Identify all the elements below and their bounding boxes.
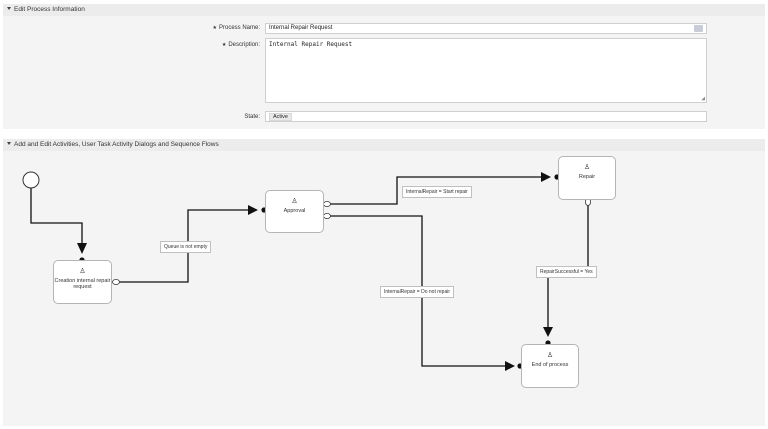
flow-line-start bbox=[30, 188, 83, 250]
arrowhead bbox=[541, 172, 551, 182]
edit-field-icon[interactable] bbox=[694, 25, 703, 32]
arrowhead bbox=[505, 361, 515, 371]
collapse-triangle-icon[interactable] bbox=[7, 7, 11, 10]
activity-end-of-process[interactable]: ♙ End of process bbox=[521, 344, 579, 388]
user-icon: ♙ bbox=[291, 198, 298, 205]
connector-handle bbox=[112, 278, 120, 285]
resize-handle-icon[interactable]: ◢ bbox=[701, 95, 705, 102]
section-title: Edit Process Information bbox=[14, 6, 85, 13]
description-textarea[interactable]: Internal Repair Request ◢ bbox=[265, 38, 707, 103]
activity-creation[interactable]: ♙ Creation internal repair request bbox=[53, 260, 112, 304]
activity-approval[interactable]: ♙ Approval bbox=[265, 190, 324, 233]
flow-label-queue[interactable]: Queue is not empty bbox=[160, 241, 212, 253]
flow-line-start-repair bbox=[330, 176, 545, 205]
flow-label-do-not-repair[interactable]: InternalRepair = Do not repair bbox=[380, 286, 455, 298]
arrowhead bbox=[77, 243, 87, 254]
state-label: State: bbox=[244, 114, 260, 120]
user-icon: ♙ bbox=[583, 164, 591, 171]
activity-repair[interactable]: ♙ Repair bbox=[558, 156, 616, 200]
flow-label-start-repair[interactable]: InternalRepair = Start repair bbox=[402, 186, 472, 198]
section-title: Add and Edit Activities, User Task Activ… bbox=[14, 141, 219, 148]
section-header-activities[interactable]: Add and Edit Activities, User Task Activ… bbox=[3, 139, 765, 151]
connector-handle bbox=[323, 212, 331, 219]
user-icon: ♙ bbox=[546, 352, 554, 359]
flow-label-repair-successful[interactable]: RepairSuccessful = Yes bbox=[536, 266, 597, 278]
state-value: Active bbox=[269, 113, 292, 121]
start-event-circle bbox=[22, 171, 40, 189]
process-name-label: ★Process Name: bbox=[212, 25, 261, 31]
section-header-edit-process[interactable]: Edit Process Information bbox=[3, 4, 765, 16]
arrowhead bbox=[543, 327, 553, 337]
connector-handle bbox=[323, 200, 331, 207]
process-name-input[interactable]: Internal Repair Request bbox=[265, 23, 707, 34]
state-select[interactable]: Active bbox=[265, 111, 707, 122]
user-icon: ♙ bbox=[79, 268, 86, 275]
description-label: ★Description: bbox=[221, 42, 260, 48]
collapse-triangle-icon[interactable] bbox=[7, 142, 11, 145]
arrowhead bbox=[248, 205, 258, 215]
